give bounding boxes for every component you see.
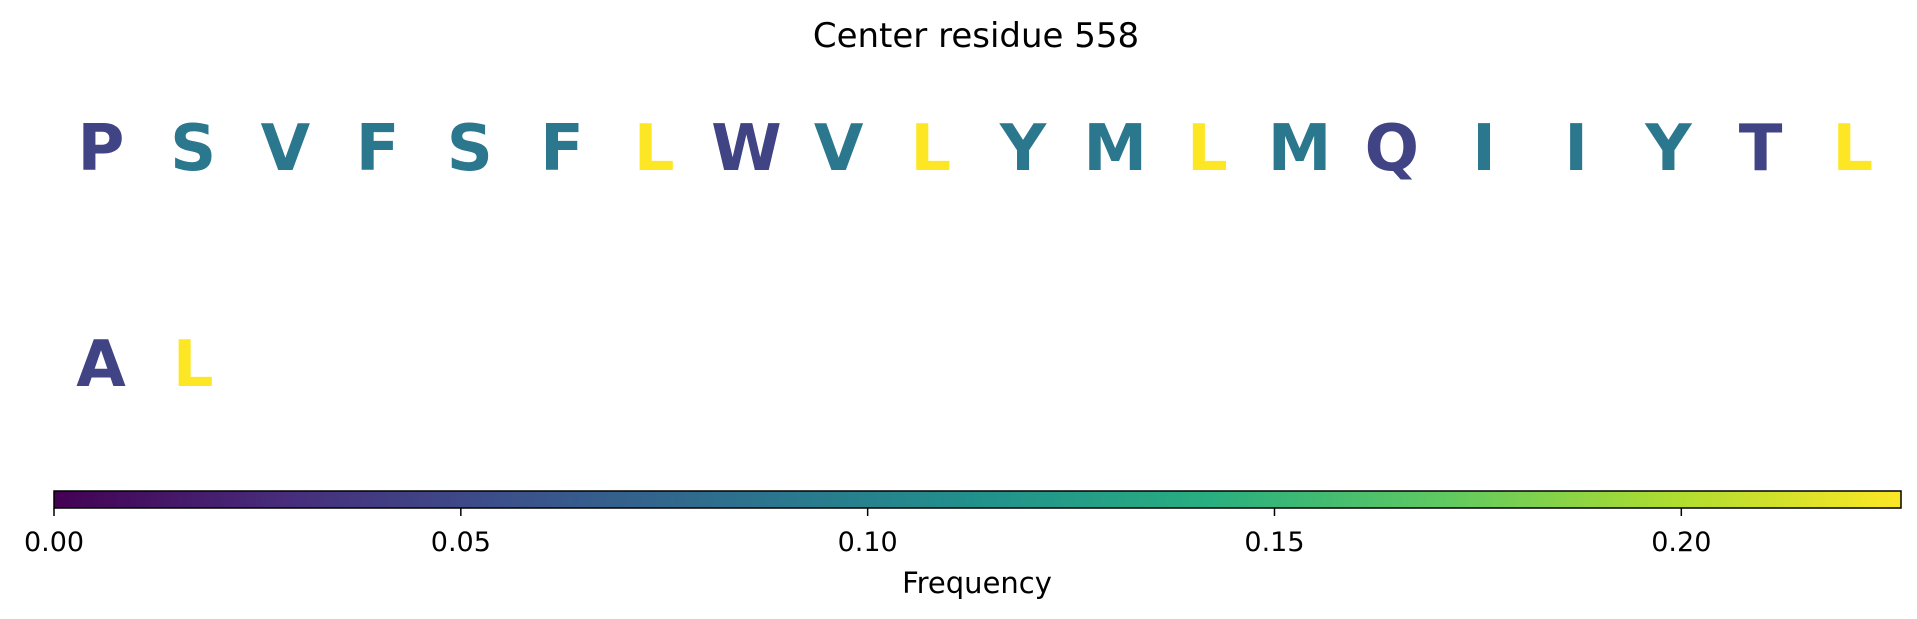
- residue-letter: L: [634, 112, 675, 186]
- residue-letter: I: [1472, 112, 1496, 186]
- residue-letter: M: [1083, 112, 1147, 186]
- chart-title: Center residue 558: [813, 16, 1139, 56]
- colorbar-tick-label: 0.00: [24, 527, 84, 558]
- colorbar-tick-label: 0.20: [1651, 527, 1711, 558]
- residue-letter: Y: [1644, 112, 1692, 186]
- residue-letter: V: [814, 112, 864, 186]
- colorbar-label: Frequency: [902, 566, 1052, 600]
- colorbar-tick-label: 0.05: [431, 527, 491, 558]
- colorbar: [53, 490, 1902, 509]
- residue-letter: S: [170, 112, 216, 186]
- residue-letter: W: [711, 112, 782, 186]
- residue-letter: L: [1187, 112, 1228, 186]
- residue-letter: L: [910, 112, 951, 186]
- residue-letter: A: [76, 328, 126, 402]
- residue-letter: Y: [999, 112, 1047, 186]
- residue-letter: F: [356, 112, 400, 186]
- colorbar-ticks: 0.00 0.05 0.10 0.15 0.20: [24, 508, 1711, 558]
- residue-letter: Q: [1365, 112, 1419, 186]
- colorbar-tick-label: 0.10: [838, 527, 898, 558]
- colorbar-tick-label: 0.15: [1244, 527, 1304, 558]
- residue-letter: M: [1268, 112, 1332, 186]
- residue-letter: I: [1564, 112, 1588, 186]
- residue-letter: L: [173, 328, 214, 402]
- residue-letter: T: [1739, 112, 1783, 186]
- residue-letter: S: [447, 112, 493, 186]
- residue-letter: F: [540, 112, 584, 186]
- residue-letter: P: [78, 112, 125, 186]
- residue-letter: V: [261, 112, 311, 186]
- residue-letter: L: [1832, 112, 1873, 186]
